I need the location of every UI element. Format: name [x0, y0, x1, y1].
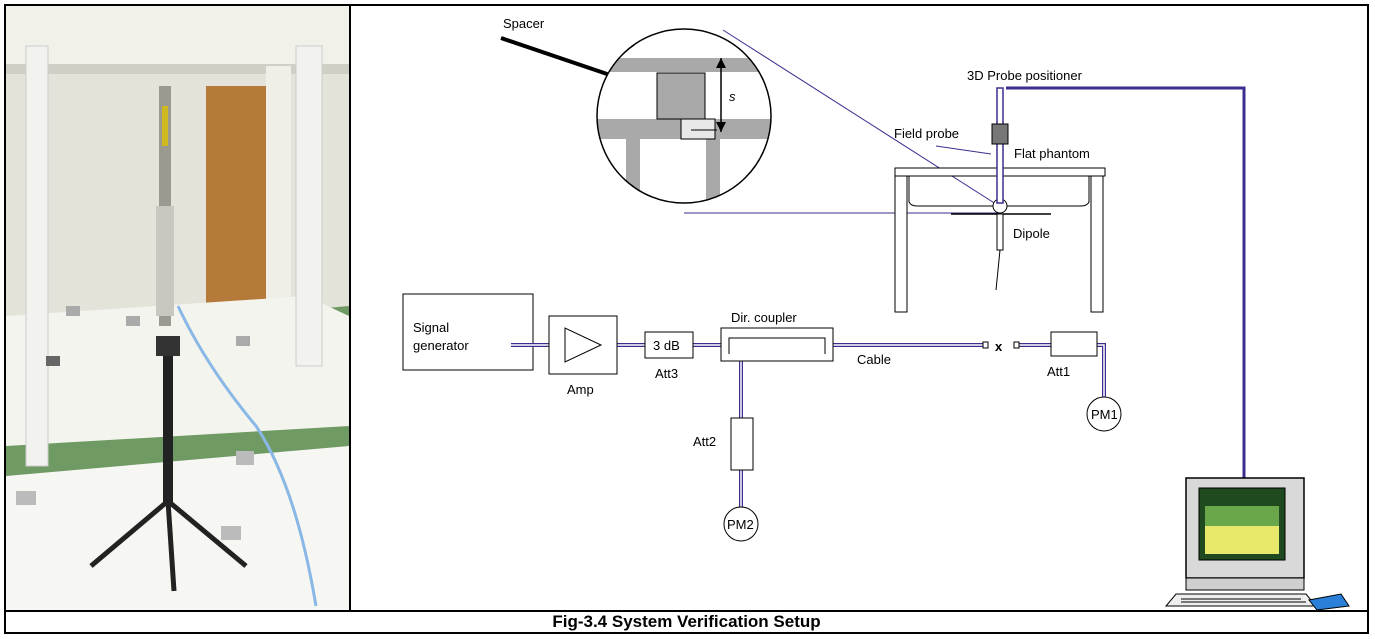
- zoom-line-top: [722, 29, 1000, 207]
- dipole-label: Dipole: [1013, 226, 1050, 241]
- amplifier-icon: [564, 327, 603, 363]
- probe-positioner-label: 3D Probe positioner: [967, 68, 1083, 83]
- dir-coupler-label: Dir. coupler: [731, 310, 797, 325]
- verification-setup-diagram: Spacer s: [402, 16, 1350, 610]
- att3-label: Att3: [655, 366, 678, 381]
- connector-right: [1013, 341, 1020, 349]
- computer-icon: [1164, 477, 1350, 610]
- att2-label: Att2: [693, 434, 716, 449]
- zoom-detail: s: [596, 28, 772, 204]
- field-probe-pointer: [935, 145, 992, 155]
- coupler-line: [728, 337, 826, 354]
- pm1-circle: [1086, 396, 1122, 432]
- rf-coax-core: [511, 344, 1105, 508]
- field-probe-label: Field probe: [894, 126, 959, 141]
- figure-caption: Fig-3.4 System Verification Setup: [6, 610, 1367, 632]
- positioner-cable: [1006, 86, 1246, 478]
- setup-photo: [6, 6, 351, 610]
- directional-coupler-box: [720, 327, 834, 362]
- pm1-label: PM1: [1091, 407, 1118, 422]
- flat-phantom-label: Flat phantom: [1014, 146, 1090, 161]
- att2-box: [730, 417, 754, 471]
- cable-label: Cable: [857, 352, 891, 367]
- att1-box: [1050, 331, 1098, 357]
- att1-label: Att1: [1047, 364, 1070, 379]
- probe-positioner: [991, 87, 1009, 204]
- connector-label: x: [995, 339, 1003, 354]
- setup-photo-illustration: [6, 6, 349, 610]
- att3-box: [644, 331, 694, 359]
- spacer-label: Spacer: [503, 16, 545, 31]
- pm2-label: PM2: [727, 517, 754, 532]
- signal-generator-label-2: generator: [413, 338, 469, 353]
- caption-text: Fig-3.4 System Verification Setup: [552, 612, 821, 631]
- figure-frame: Spacer s: [4, 4, 1369, 634]
- pm2-circle: [723, 506, 759, 542]
- signal-generator-box: [402, 293, 534, 371]
- connector-left: [982, 341, 989, 349]
- spacer-gap-label: s: [729, 89, 736, 104]
- signal-generator-label-1: Signal: [413, 320, 449, 335]
- amp-label: Amp: [567, 382, 594, 397]
- att3-value: 3 dB: [653, 338, 680, 353]
